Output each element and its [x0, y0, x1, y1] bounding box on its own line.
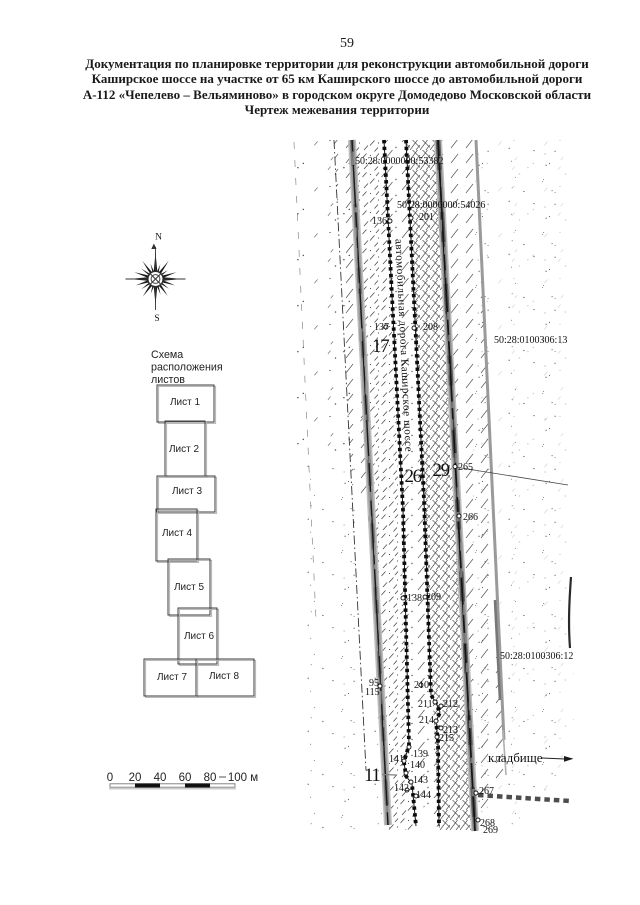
svg-text:80: 80 — [204, 772, 217, 784]
svg-text:17: 17 — [372, 336, 389, 357]
svg-text:266: 266 — [463, 512, 478, 523]
svg-text:0: 0 — [107, 772, 113, 784]
svg-text:Лист 8: Лист 8 — [209, 671, 240, 682]
svg-text:210: 210 — [414, 680, 429, 691]
svg-text:50:28:0100306:13: 50:28:0100306:13 — [494, 335, 567, 346]
svg-text:50:28:0100306:12: 50:28:0100306:12 — [500, 651, 573, 662]
svg-text:Лист 1: Лист 1 — [170, 397, 201, 408]
svg-text:144: 144 — [416, 790, 431, 801]
svg-text:26: 26 — [405, 466, 422, 487]
svg-text:Лист 4: Лист 4 — [162, 528, 193, 539]
svg-text:140: 140 — [410, 760, 425, 771]
svg-text:расположения: расположения — [151, 361, 223, 373]
svg-text:115: 115 — [365, 687, 380, 698]
svg-text:Лист 2: Лист 2 — [169, 444, 200, 455]
svg-text:20: 20 — [129, 772, 142, 784]
svg-text:Лист 5: Лист 5 — [174, 582, 205, 593]
svg-text:40: 40 — [154, 772, 167, 784]
svg-text:139: 139 — [413, 749, 428, 760]
svg-text:213: 213 — [443, 725, 458, 736]
svg-text:Лист 7: Лист 7 — [157, 672, 188, 683]
svg-text:кладбище: кладбище — [488, 750, 543, 765]
svg-text:212: 212 — [443, 699, 458, 710]
svg-text:60: 60 — [179, 772, 192, 784]
svg-text:50:28:0000000:53382: 50:28:0000000:53382 — [355, 156, 443, 167]
svg-text:143: 143 — [413, 775, 428, 786]
svg-text:214: 214 — [419, 715, 434, 726]
svg-text:Схема: Схема — [151, 349, 183, 361]
svg-text:269: 269 — [483, 825, 498, 836]
svg-text:137: 137 — [374, 322, 389, 333]
svg-text:S: S — [154, 314, 159, 324]
svg-text:50:28:0000000:54026: 50:28:0000000:54026 — [397, 200, 485, 211]
svg-text:141: 141 — [389, 754, 404, 765]
svg-text:268: 268 — [480, 818, 495, 829]
svg-text:138: 138 — [407, 593, 422, 604]
svg-text:136: 136 — [372, 216, 387, 227]
svg-text:265: 265 — [458, 462, 473, 473]
svg-text:142: 142 — [394, 783, 409, 794]
svg-text:201: 201 — [419, 212, 434, 223]
svg-text:215: 215 — [439, 733, 454, 744]
svg-text:листов: листов — [151, 374, 185, 386]
svg-text:209: 209 — [426, 592, 441, 603]
svg-text:208: 208 — [423, 322, 438, 333]
svg-text:Лист 3: Лист 3 — [172, 486, 203, 497]
svg-text:11: 11 — [364, 765, 380, 786]
svg-text:211: 211 — [418, 699, 433, 710]
svg-text:100 м: 100 м — [228, 772, 258, 784]
svg-text:Лист 6: Лист 6 — [184, 631, 215, 642]
svg-text:267: 267 — [479, 786, 494, 797]
svg-text:N: N — [155, 233, 162, 243]
svg-text:29: 29 — [433, 460, 450, 481]
svg-text:95: 95 — [369, 678, 379, 689]
